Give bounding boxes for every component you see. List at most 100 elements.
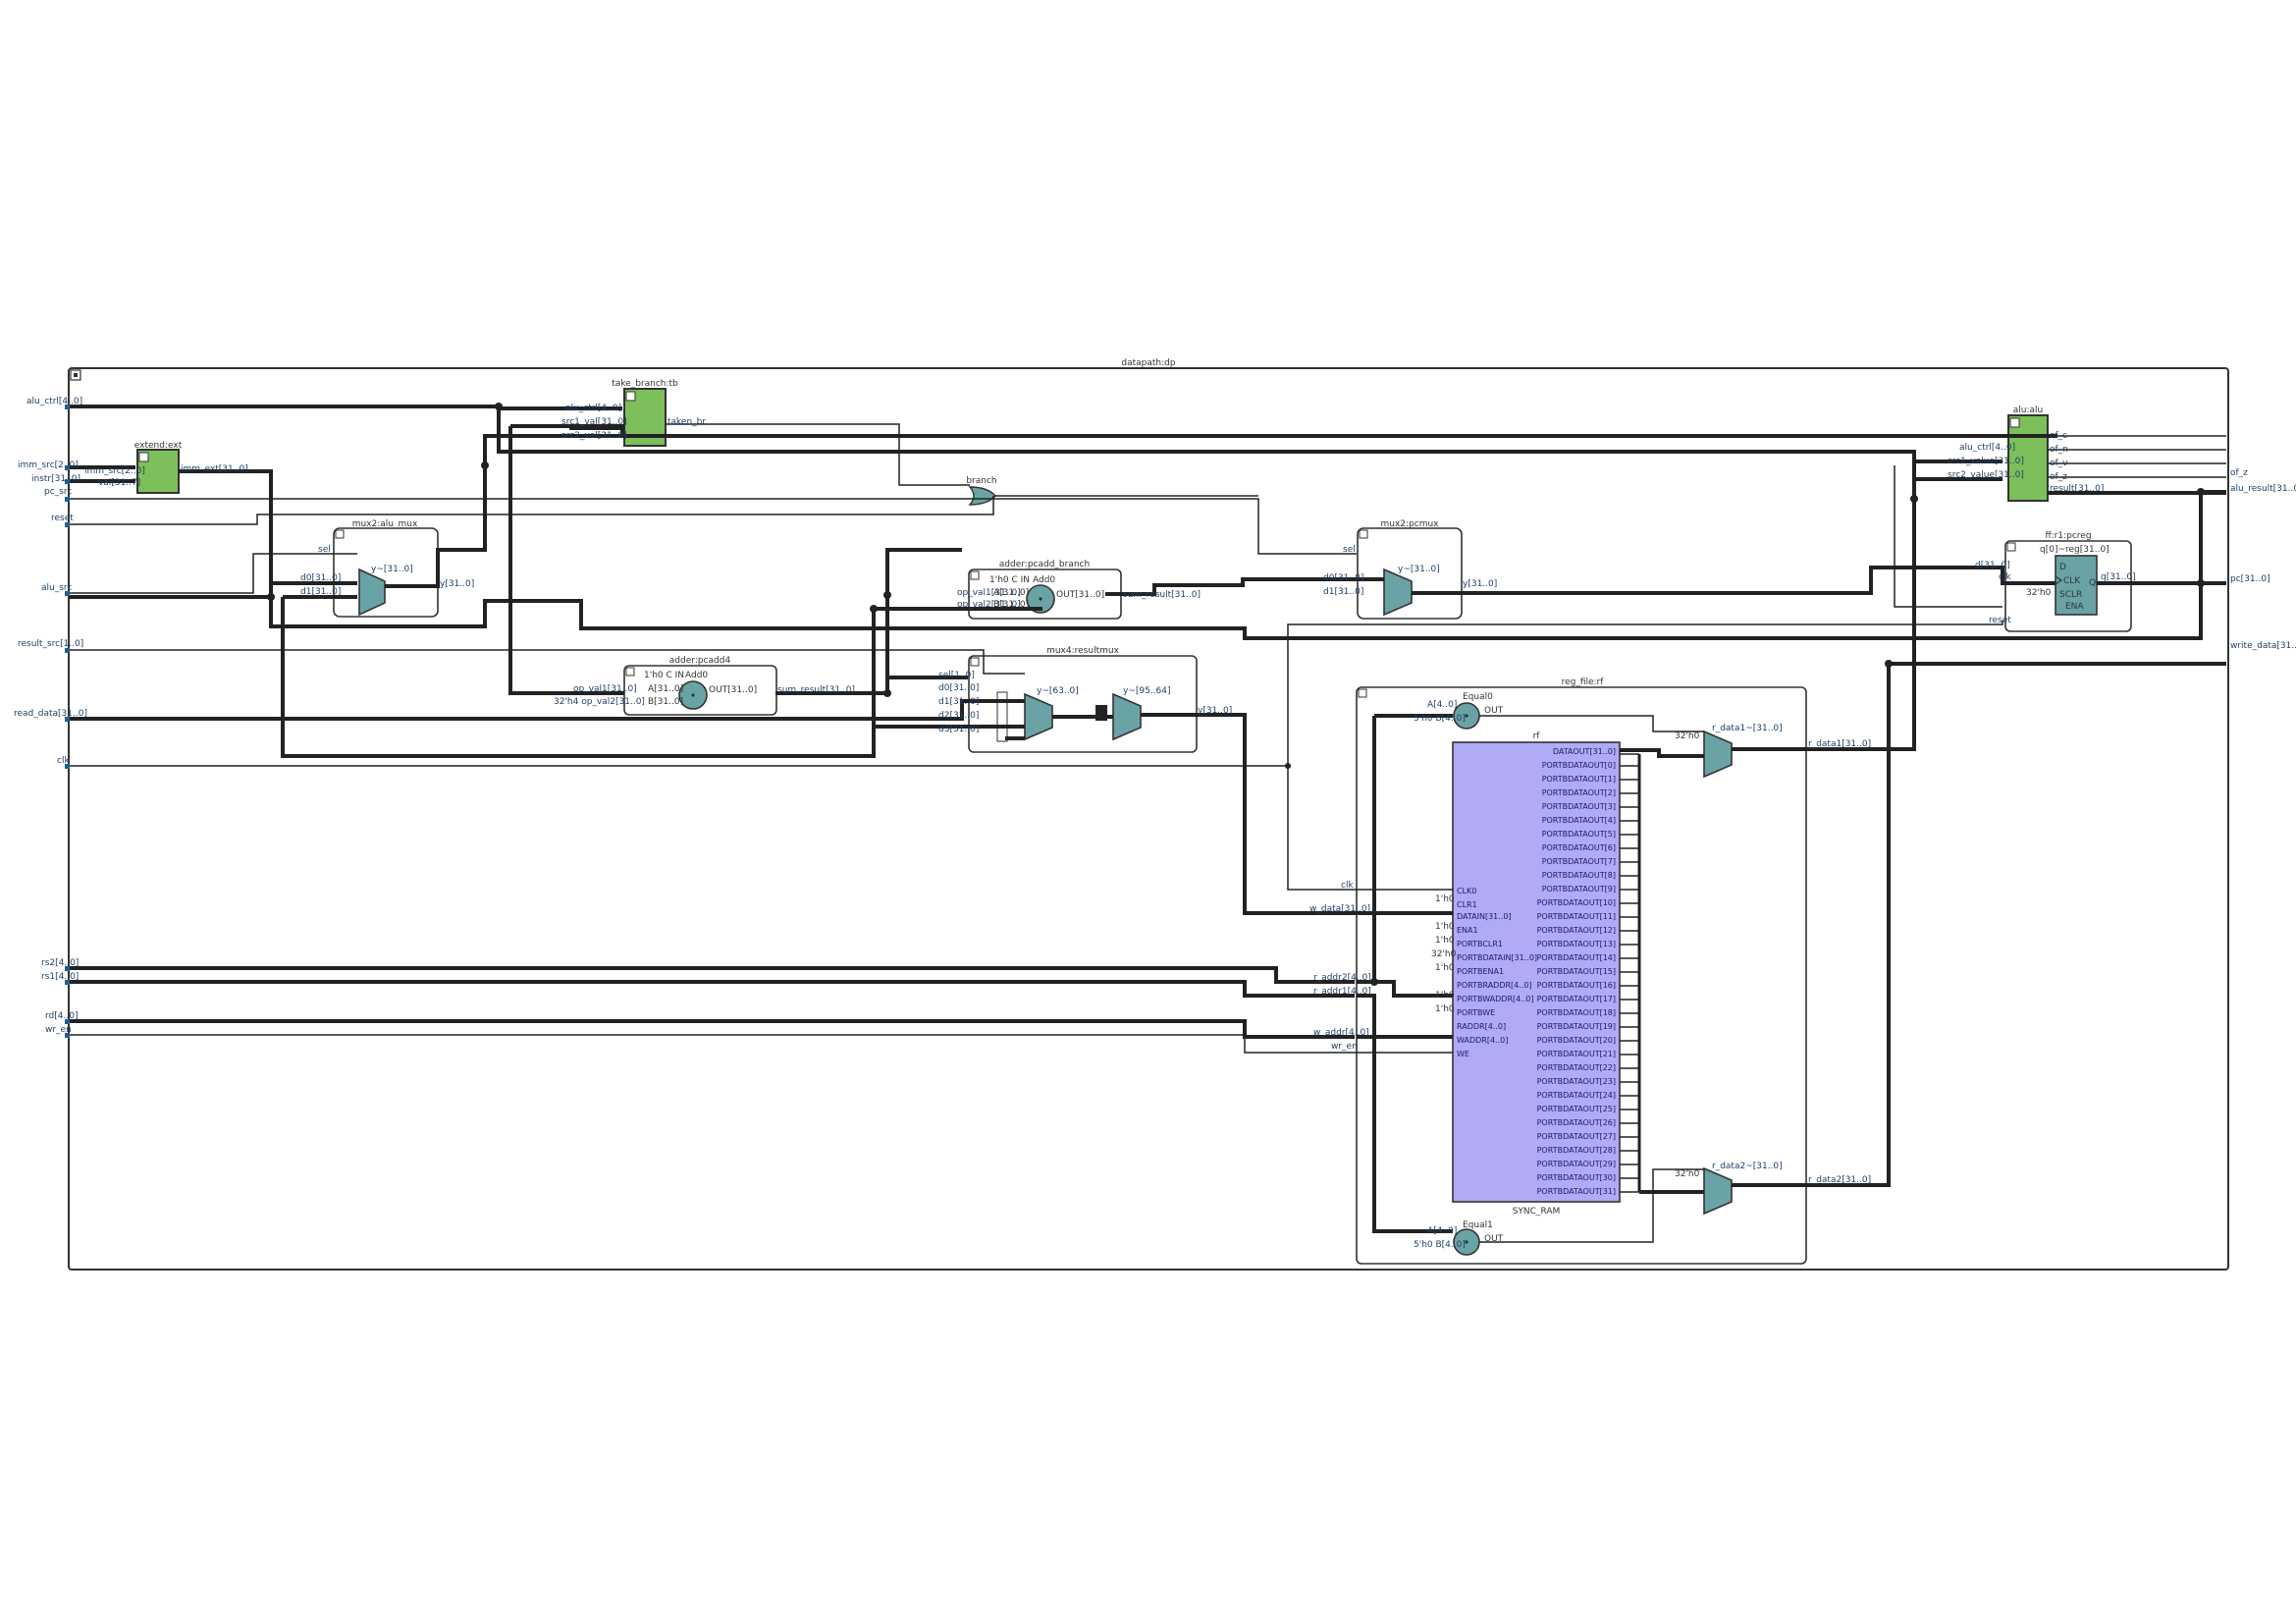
adder-pc4-const: 1'h0 C IN	[644, 671, 684, 680]
adder-branch-port-b: B[31..0]	[993, 600, 1029, 610]
port-imm-src[interactable]: imm_src[2..0]	[18, 460, 79, 470]
mux4-result-frame[interactable]	[968, 655, 1198, 753]
equal0-out: OUT	[1484, 706, 1504, 716]
equal1-title: Equal1	[1463, 1220, 1493, 1230]
port-result-src[interactable]: result_src[1..0]	[18, 639, 83, 649]
adder-pc4-port-a: A[31..0]	[648, 684, 683, 694]
port-reset[interactable]: reset	[51, 514, 74, 523]
port-wr-en[interactable]: wr_en	[45, 1025, 72, 1035]
junction-dots	[267, 403, 2205, 986]
mux2-pc-out: y[31..0]	[1463, 579, 1497, 589]
ram-port-portb-out-4: PORTBDATAOUT[4]	[1542, 816, 1616, 825]
mux4-result-d1: d1[31..0]	[938, 697, 979, 707]
ram-port-portb-out-8: PORTBDATAOUT[8]	[1542, 871, 1616, 880]
adder-pc4-out-port: OUT[31..0]	[709, 685, 757, 695]
rf-in-raddr2: r_addr2[4..0]	[1313, 973, 1371, 983]
datapath-frame[interactable]	[68, 367, 2229, 1271]
mux2-pc-frame[interactable]	[1357, 527, 1463, 620]
ram-port-portb-out-24: PORTBDATAOUT[24]	[1537, 1091, 1616, 1100]
mux2-pc-shape[interactable]	[1383, 568, 1413, 617]
port-rs1[interactable]: rs1[4..0]	[41, 972, 79, 982]
alu-out-of-v: of_v	[2050, 459, 2068, 468]
take-branch-in-src1: src1_val[31..0]	[561, 417, 627, 427]
adder-branch-title: adder:pcadd_branch	[999, 560, 1090, 569]
alu-in-src1: src1_value[31..0]	[1948, 457, 2024, 466]
ram-port-portbdatain: PORTBDATAIN[31..0]	[1457, 953, 1537, 962]
ram-const-portb-ena: 1'h0	[1435, 963, 1455, 973]
ram-port-portb-out-25: PORTBDATAOUT[25]	[1537, 1105, 1616, 1113]
bus-wires	[69, 405, 2226, 1233]
ram-type: SYNC_RAM	[1513, 1207, 1561, 1217]
mux4-result-d0: d0[31..0]	[938, 683, 979, 693]
ff-register[interactable]	[2055, 555, 2098, 616]
alu-toggle[interactable]	[2009, 417, 2020, 428]
port-instr[interactable]: instr[31..0]	[31, 474, 80, 484]
take-branch-in-alu-ctrl: alu_ctrl[4..0]	[565, 404, 621, 413]
ram-port-portb-out-14: PORTBDATAOUT[14]	[1537, 953, 1616, 962]
rf-mux2-shape[interactable]	[1703, 1166, 1733, 1216]
port-clk[interactable]: clk	[57, 756, 70, 766]
ram-const-portb-we: 1'h0	[1435, 1004, 1455, 1014]
alu-out-result: result[31..0]	[2050, 484, 2104, 494]
port-alu-ctrl[interactable]: alu_ctrl[4..0]	[27, 397, 82, 406]
rf-in-clk: clk	[1341, 881, 1354, 891]
mux4-result-mux1-shape[interactable]	[1024, 692, 1053, 741]
ram-port-portb-out-31: PORTBDATAOUT[31]	[1537, 1187, 1616, 1196]
mux4-decode-box1	[996, 691, 1008, 742]
adder-pc4-out: sum_result[31..0]	[777, 685, 855, 695]
rf-mux2-label: r_data2~[31..0]	[1712, 1162, 1783, 1171]
ff-frame[interactable]	[2004, 540, 2132, 632]
ff-port-ena: ENA	[2065, 602, 2084, 612]
rf-in-wdata: w_data[31..0]	[1309, 904, 1370, 914]
ram-port-portb-out-9: PORTBDATAOUT[9]	[1542, 885, 1616, 893]
port-read-data[interactable]: read_data[31..0]	[14, 709, 87, 719]
adder-pc4-title: adder:pcadd4	[669, 656, 731, 666]
take-branch-toggle[interactable]	[625, 391, 636, 402]
equal0-b: 5'h0 B[4..0]	[1414, 714, 1466, 724]
datapath-collapse-toggle-dot	[74, 373, 78, 377]
ff-in-d: d[31..0]	[1975, 561, 2010, 570]
port-pc-src[interactable]: pc_src	[44, 487, 72, 497]
mux4-result-m1: y~[63..0]	[1037, 686, 1079, 696]
ram-port-portb-out-27: PORTBDATAOUT[27]	[1537, 1132, 1616, 1141]
ram-right-ports: DATAOUT[31..0] PORTBDATAOUT[0] PORTBDATA…	[1537, 747, 1616, 1196]
ram-port-portb-out-28: PORTBDATAOUT[28]	[1537, 1146, 1616, 1155]
ff-port-clk: CLK	[2063, 576, 2081, 586]
port-write-data[interactable]: write_data[31..0]	[2230, 641, 2296, 651]
ram-port-portb-out-13: PORTBDATAOUT[13]	[1537, 940, 1616, 948]
ram-const-ena: 1'h0	[1435, 922, 1455, 932]
extend-toggle[interactable]	[138, 452, 149, 462]
ram-port-portb-out-26: PORTBDATAOUT[26]	[1537, 1118, 1616, 1127]
alu-in-alu-ctrl: alu_ctrl[4..0]	[1959, 443, 2015, 453]
ff-reg-title: q[0]~reg[31..0]	[2040, 545, 2109, 555]
alu-title: alu:alu	[2013, 406, 2043, 415]
alu-block[interactable]	[2007, 414, 2049, 502]
sync-ram[interactable]	[1452, 741, 1621, 1203]
ram-port-portb-out-19: PORTBDATAOUT[19]	[1537, 1022, 1616, 1031]
adder-branch-const: 1'h0 C IN	[989, 575, 1030, 585]
port-alu-result[interactable]: alu_result[31..0]	[2230, 484, 2296, 494]
ff-port-q: Q	[2089, 578, 2096, 588]
mux2-alu-title: mux2:alu_mux	[352, 519, 418, 529]
mux2-alu-out: y[31..0]	[440, 579, 474, 589]
rf-mux1-shape[interactable]	[1703, 730, 1733, 779]
port-alu-src[interactable]: alu_src	[41, 583, 72, 593]
port-rd[interactable]: rd[4..0]	[45, 1011, 78, 1021]
alu-out-of-n: of_n	[2050, 445, 2068, 455]
mux4-result-title: mux4:resultmux	[1046, 646, 1119, 656]
ram-port-portbwaddr: PORTBWADDR[4..0]	[1457, 995, 1534, 1003]
port-rs2[interactable]: rs2[4..0]	[41, 958, 79, 968]
ram-port-raddr: RADDR[4..0]	[1457, 1022, 1506, 1031]
adder-pc4-frame[interactable]	[623, 665, 777, 716]
mux2-alu-shape[interactable]	[358, 568, 386, 617]
port-pc[interactable]: pc[31..0]	[2230, 574, 2270, 584]
equal1-out: OUT	[1484, 1234, 1504, 1244]
reg-file-frame[interactable]	[1356, 686, 1807, 1265]
rf-out-rdata1: r_data1[31..0]	[1808, 739, 1871, 749]
datapath-title: datapath:dp	[1121, 358, 1175, 368]
mux4-result-mux2-shape[interactable]	[1112, 692, 1142, 741]
ff-port-sclr: SCLR	[2059, 590, 2082, 600]
port-of-z[interactable]: of_z	[2230, 468, 2248, 478]
branch-or-gate[interactable]	[968, 486, 996, 506]
equal1-a: A[4..0]	[1427, 1226, 1457, 1236]
